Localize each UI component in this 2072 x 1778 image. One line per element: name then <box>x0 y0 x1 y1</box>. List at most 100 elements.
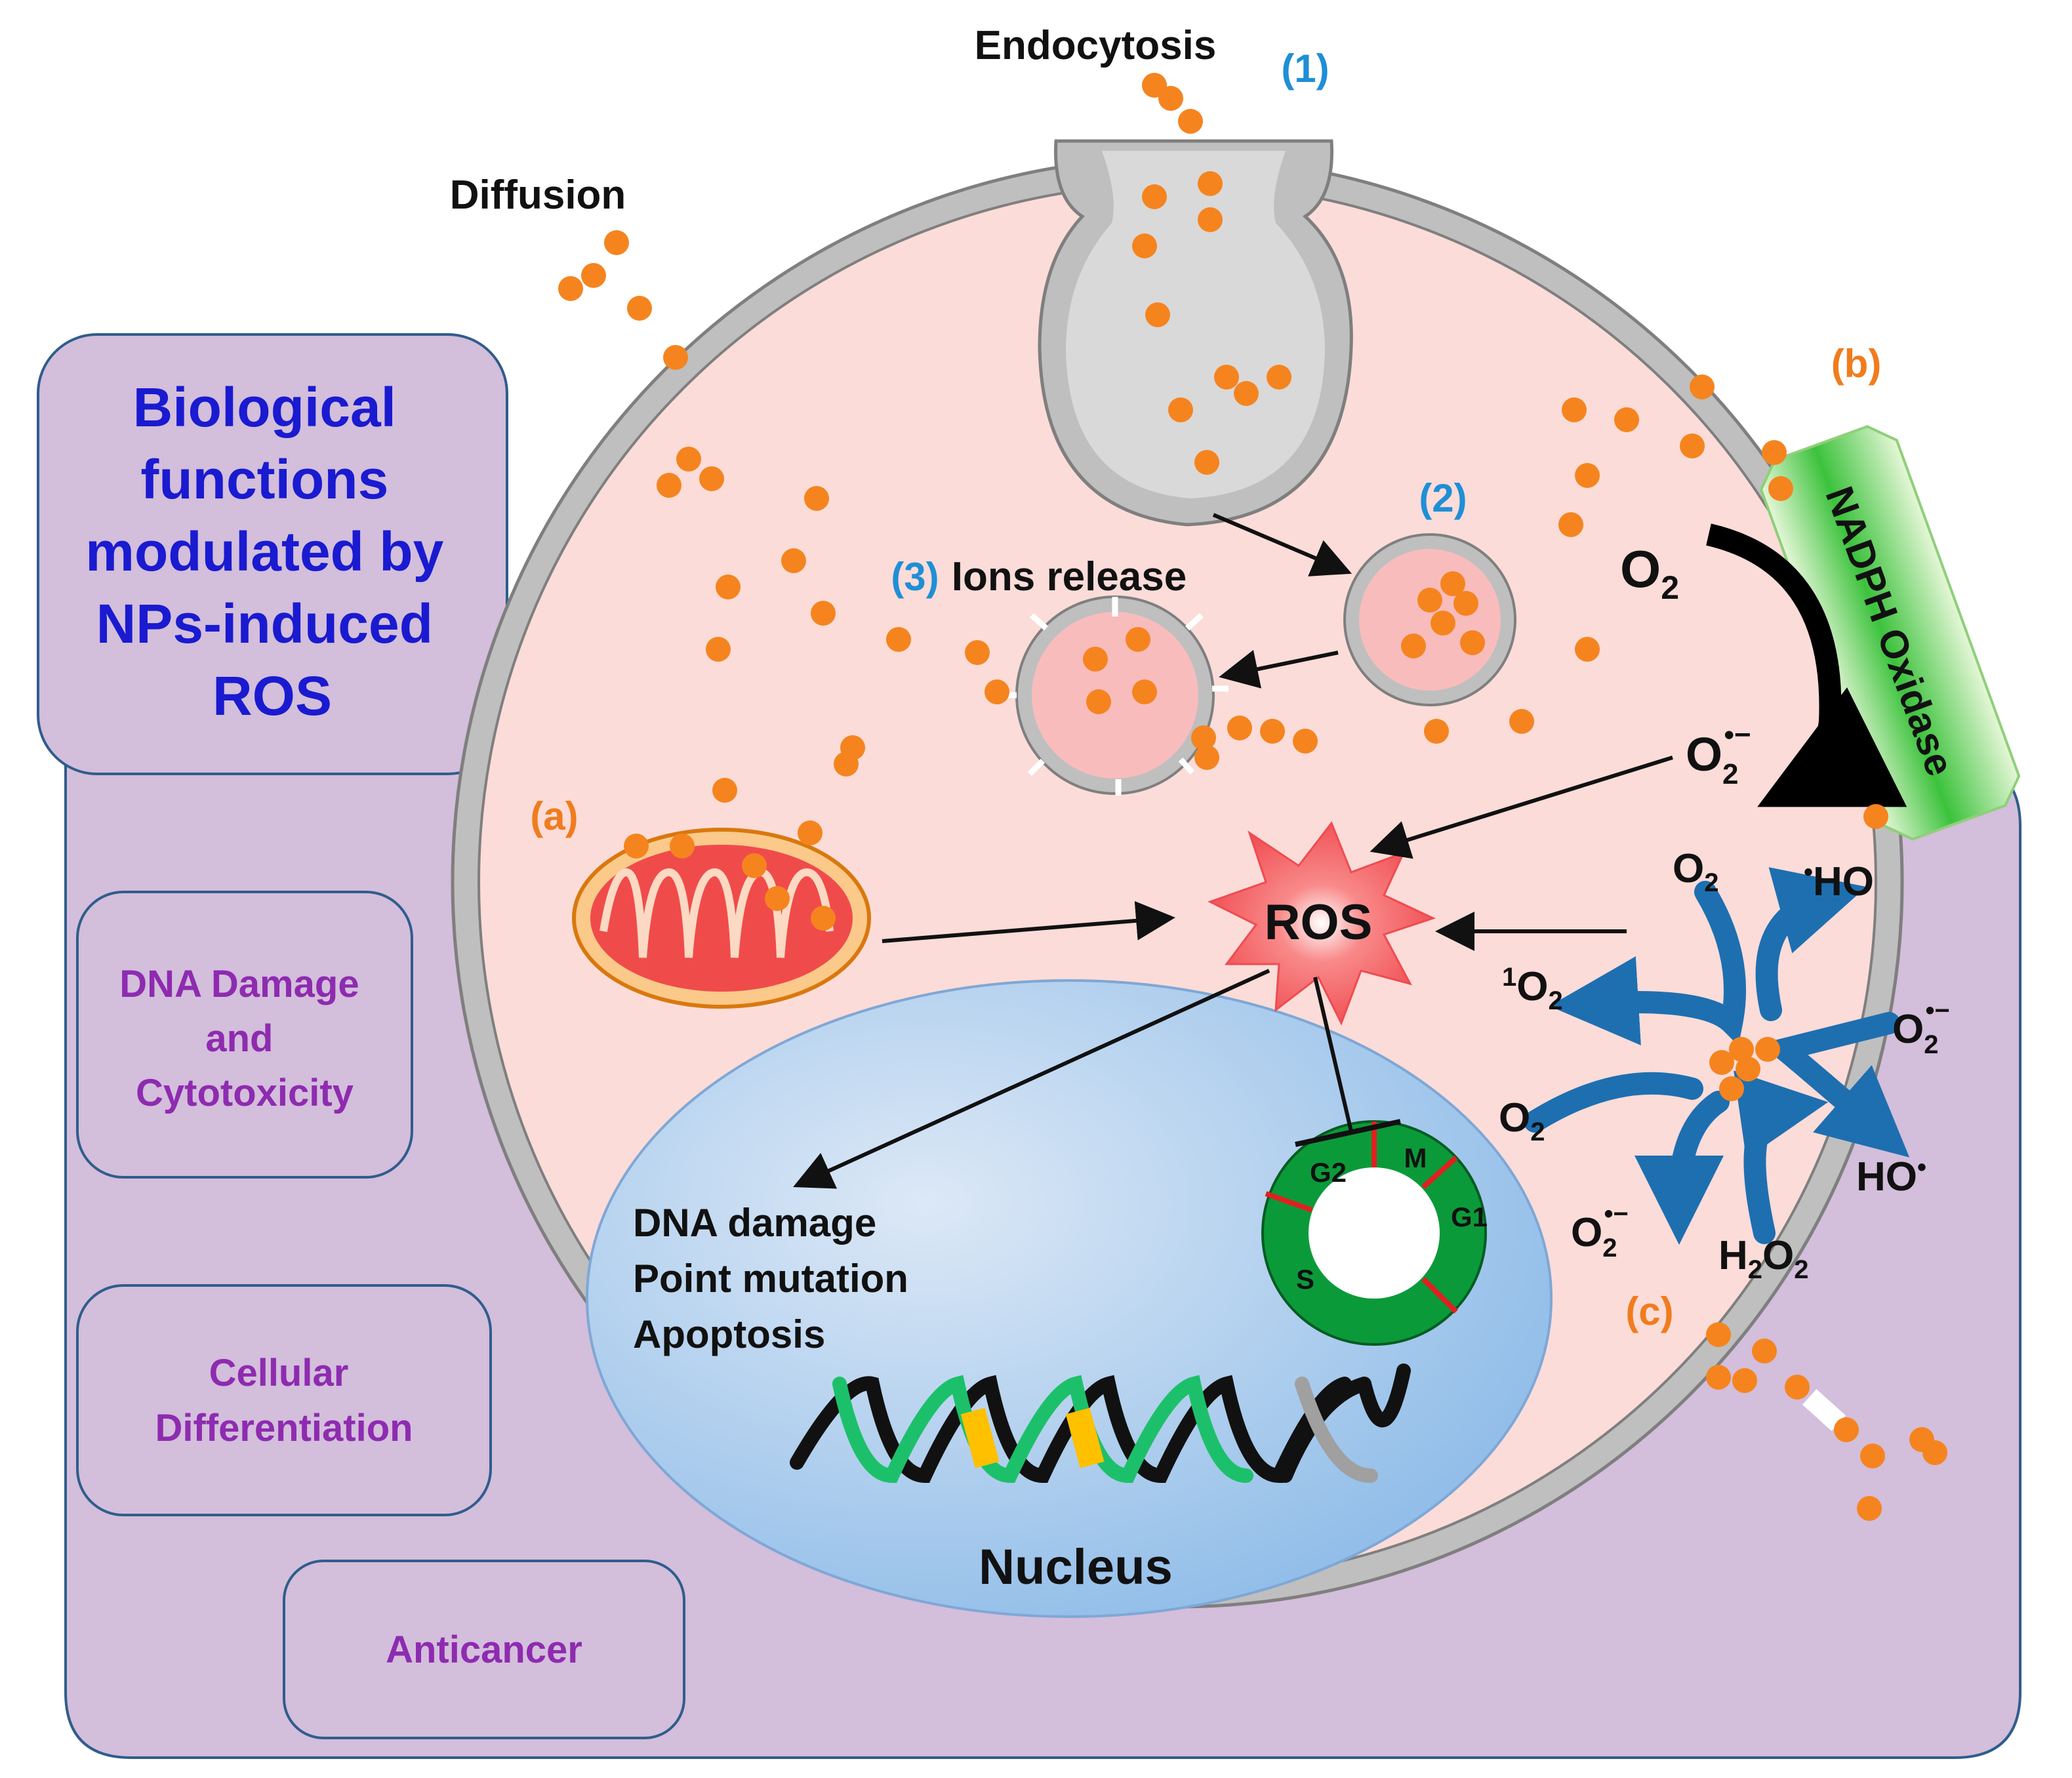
species-o2-top: O2 <box>1673 846 1718 897</box>
nanoparticle <box>1178 109 1203 134</box>
ros-burst[interactable] <box>1208 820 1436 1026</box>
cell-cycle-ring: G2 M G1 S <box>1261 1120 1488 1346</box>
lysosome-vesicle <box>1002 596 1229 796</box>
nanoparticle <box>1562 397 1587 422</box>
function-box-dna-damage <box>76 891 413 1179</box>
nanoparticle <box>1509 709 1534 734</box>
nanoparticle <box>1214 365 1239 390</box>
nanoparticle <box>676 447 701 472</box>
nanoparticle <box>1709 1050 1734 1075</box>
nanoparticle <box>712 778 737 803</box>
nanoparticle <box>1732 1368 1757 1393</box>
cell-cycle-phase: G2 <box>1310 1157 1347 1188</box>
panel-title-line: ROS <box>213 665 332 727</box>
nanoparticle <box>1922 1440 1947 1465</box>
nanoparticle <box>663 345 688 370</box>
nanoparticle <box>781 548 806 573</box>
nanoparticle <box>1729 1037 1754 1062</box>
arrow-mitochondrion-to-ros <box>882 900 1175 943</box>
nanoparticle <box>1719 1076 1744 1101</box>
nanoparticle <box>1086 689 1111 714</box>
species-hydroxyl-right: HO• <box>1856 1153 1926 1200</box>
nanoparticle <box>1158 86 1183 111</box>
nanoparticle <box>765 886 790 911</box>
effect-item: DNA damage <box>633 1201 876 1245</box>
nanoparticle <box>1145 302 1170 327</box>
cell-cycle-phase: G1 <box>1451 1202 1488 1232</box>
mitochondrion <box>572 828 871 1009</box>
nanoparticle <box>840 735 865 760</box>
species-singlet-o2: 1O2 <box>1502 963 1563 1015</box>
function-label-dna-damage: DNA Damage and Cytotoxicity <box>119 963 369 1114</box>
nanoparticle <box>1768 476 1793 501</box>
nanoparticle <box>1142 184 1167 209</box>
nanoparticle <box>1194 745 1219 770</box>
panel-title-line: Biological <box>133 376 396 438</box>
nanoparticle <box>1755 1037 1780 1062</box>
cell-cycle-phase: S <box>1296 1264 1314 1295</box>
panel-title-line: functions <box>140 449 388 510</box>
nanoparticle <box>886 627 911 652</box>
nanoparticle <box>1198 207 1223 232</box>
arrow-ros-to-dna-damage <box>793 969 1270 1189</box>
nanoparticle <box>1191 725 1216 750</box>
nanoparticle <box>804 486 829 511</box>
species-o2-left: O2 <box>1499 1095 1545 1146</box>
nanoparticle <box>1083 647 1108 672</box>
tag-a: (a) <box>530 794 578 838</box>
nanoparticle <box>798 820 823 845</box>
nanoparticle <box>1198 171 1223 196</box>
arrow-invagination-to-endosome <box>1212 513 1352 576</box>
nanoparticle <box>1417 588 1442 613</box>
nanoparticle <box>1706 1365 1731 1390</box>
nanoparticle <box>1267 365 1291 390</box>
step-2-label: (2) <box>1419 476 1467 520</box>
nanoparticle <box>811 906 836 931</box>
nanoparticle <box>965 640 990 665</box>
nanoparticle <box>1401 634 1426 658</box>
inhibition-ros-to-cell-cycle <box>1313 977 1353 1132</box>
step-1-label: (1) <box>1281 47 1329 91</box>
species-superoxide-right: O2•− <box>1892 996 1950 1059</box>
tag-c: (c) <box>1625 1289 1673 1333</box>
species-hydroxyl-top: •HO <box>1804 858 1874 904</box>
nanoparticle <box>699 466 724 491</box>
nanoparticle <box>581 263 606 288</box>
panel-title-box <box>37 333 508 775</box>
ros-label: ROS <box>1265 895 1373 950</box>
species-superoxide-bottom: O2•− <box>1571 1200 1629 1263</box>
nanoparticle <box>1558 512 1583 537</box>
nanoparticle <box>1260 719 1285 744</box>
effect-item: Apoptosis <box>633 1312 825 1356</box>
nanoparticle <box>1752 1339 1777 1364</box>
tag-b: (b) <box>1831 342 1882 386</box>
function-box-differentiation <box>76 1284 492 1516</box>
nanoparticle <box>706 637 731 662</box>
nanoparticle <box>1575 637 1600 662</box>
nanoparticle <box>1293 729 1318 754</box>
nanoparticle <box>1834 1417 1859 1442</box>
nanoparticle <box>624 834 649 859</box>
endocytosis-label: Endocytosis <box>975 23 1217 68</box>
catalytic-cycle <box>1524 867 1910 1245</box>
nanoparticle <box>1227 716 1252 740</box>
nanoparticle <box>1431 611 1455 636</box>
nanoparticle <box>1132 679 1157 704</box>
step-3-label: (3) <box>891 555 939 599</box>
nanoparticle <box>1690 374 1715 399</box>
arrow-endosome-to-lysosome <box>1219 649 1339 689</box>
nanoparticle <box>1860 1444 1885 1468</box>
nanoparticles <box>558 73 1947 1521</box>
function-label-differentiation: Cellular Differentiation <box>155 1352 413 1449</box>
nanoparticle <box>716 575 741 599</box>
nucleus-effects: DNA damage Point mutation Apoptosis <box>633 1201 920 1356</box>
endosome-vesicle <box>1343 533 1516 706</box>
panel-title: Biological functions modulated by NPs-in… <box>85 376 458 727</box>
function-label-anticancer: Anticancer <box>386 1628 582 1671</box>
nanoparticle <box>811 601 836 626</box>
nanoparticle <box>1762 440 1787 465</box>
nanoparticle <box>558 276 583 301</box>
membrane-pore <box>1802 1389 1846 1431</box>
nanoparticle <box>1132 233 1157 258</box>
